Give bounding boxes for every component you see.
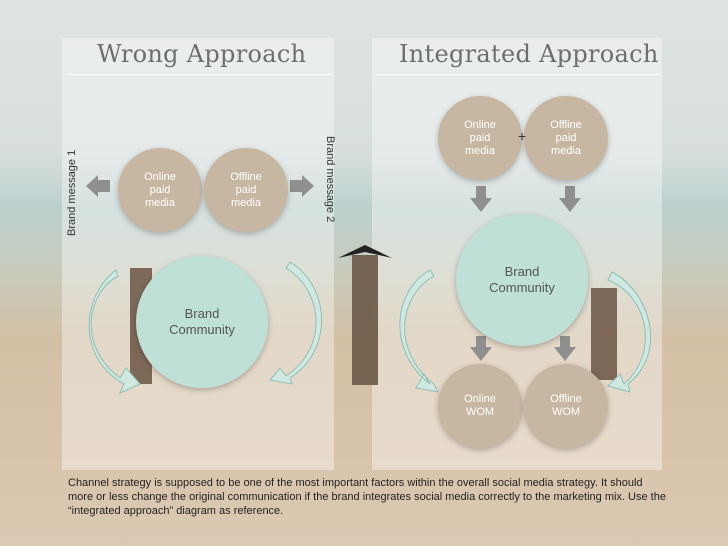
- right-brand-community-label: Brand Community: [489, 264, 555, 295]
- right-post: [591, 288, 617, 380]
- brand-message-1-label: Brand message 1: [66, 149, 78, 236]
- arrow-right-out: [290, 175, 314, 197]
- cycle-arrow-right-a: [399, 269, 439, 393]
- plus-sign: +: [518, 128, 527, 144]
- cycle-arrow-left-b: [269, 261, 322, 385]
- online-wom-circle: Online WOM: [438, 364, 522, 448]
- left-brand-community-circle: Brand Community: [136, 256, 268, 388]
- wrong-approach-rule: [66, 74, 332, 75]
- offline-wom-circle: Offline WOM: [524, 364, 608, 448]
- right-online-paid-media-label: Online paid media: [464, 118, 496, 157]
- cycle-arrow-right-b: [607, 271, 652, 393]
- integrated-approach-title: Integrated Approach: [399, 40, 659, 68]
- integrated-approach-rule: [376, 74, 660, 75]
- online-wom-label: Online WOM: [464, 393, 496, 418]
- left-online-paid-media-label: Online paid media: [144, 170, 176, 209]
- cycle-arrow-left-a: [88, 269, 141, 394]
- arrow-down-online-media: [470, 186, 492, 212]
- arrow-down-offline-wom: [554, 336, 576, 361]
- brand-message-2-label: Brand message 2: [324, 136, 336, 223]
- bird-figure: [338, 245, 392, 258]
- right-online-paid-media-circle: Online paid media: [438, 96, 522, 180]
- center-post: [352, 255, 378, 385]
- arrow-down-offline-media: [559, 186, 581, 212]
- arrow-left-out: [86, 175, 110, 197]
- left-panel: [62, 38, 334, 470]
- left-brand-community-label: Brand Community: [169, 306, 235, 337]
- arrow-down-online-wom: [470, 336, 492, 361]
- offline-wom-label: Offline WOM: [550, 393, 582, 418]
- right-offline-paid-media-label: Offline paid media: [550, 118, 582, 157]
- left-online-paid-media-circle: Online paid media: [118, 148, 202, 232]
- left-offline-paid-media-label: Offline paid media: [230, 170, 262, 209]
- caption-text: Channel strategy is supposed to be one o…: [68, 477, 666, 517]
- left-offline-paid-media-circle: Offline paid media: [204, 148, 288, 232]
- right-brand-community-circle: Brand Community: [456, 214, 588, 346]
- right-offline-paid-media-circle: Offline paid media: [524, 96, 608, 180]
- wrong-approach-title: Wrong Approach: [97, 40, 307, 68]
